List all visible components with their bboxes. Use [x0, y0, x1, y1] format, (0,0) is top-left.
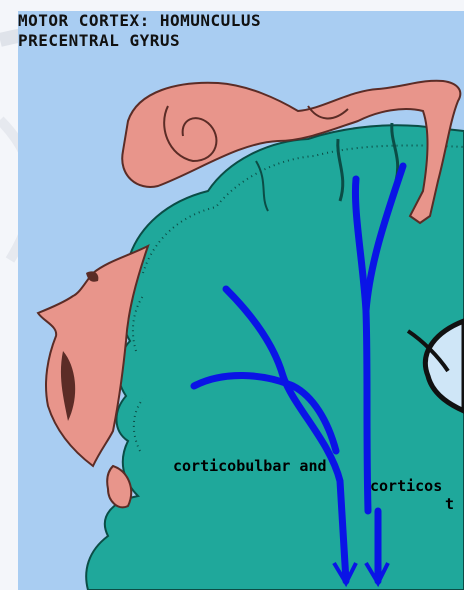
diagram-panel: corticobulbar and corticos t — [18, 11, 464, 590]
title-line-2: PRECENTRAL GYRUS — [18, 31, 180, 50]
label-corticobulbar: corticobulbar and — [173, 457, 327, 475]
label-tract: t — [445, 495, 454, 513]
label-corticospinal: corticos — [370, 477, 442, 495]
title-line-1: MOTOR CORTEX: HOMUNCULUS — [18, 11, 261, 30]
motor-cortex-illustration — [18, 11, 464, 590]
